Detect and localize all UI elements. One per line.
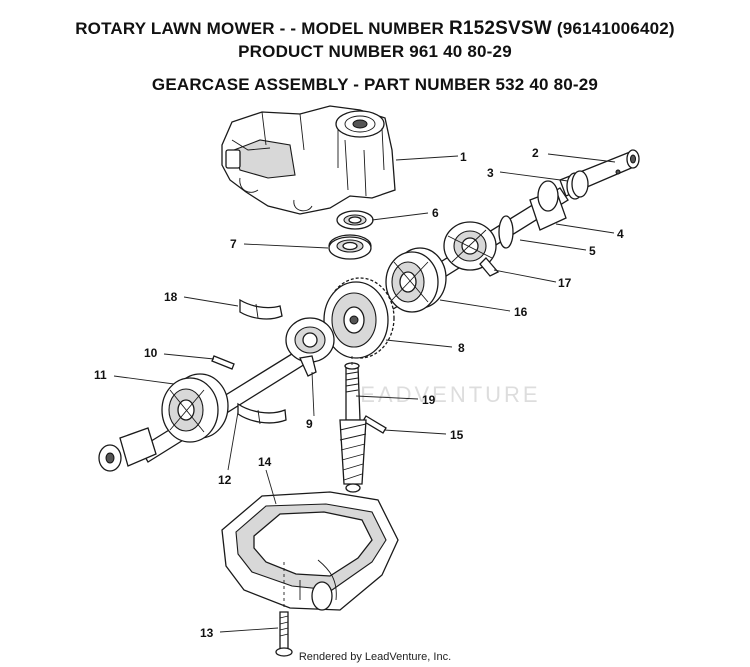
part-7-bearing[interactable] [328, 234, 372, 260]
worm-gear-spiral[interactable] [339, 419, 367, 493]
title-line-1: ROTARY LAWN MOWER - - MODEL NUMBER R152S… [0, 18, 750, 40]
callout-9[interactable]: 9 [306, 417, 313, 431]
part-12-half-bushing[interactable] [237, 402, 287, 425]
watermark-text: LEADVENTURE [345, 382, 541, 407]
part-15-pin[interactable] [362, 415, 387, 434]
callout-7[interactable]: 7 [230, 237, 237, 251]
part-14-lower-housing[interactable] [221, 491, 399, 611]
footer-credit: Rendered by LeadVenture, Inc. [298, 651, 452, 663]
leader-lines [113, 153, 616, 633]
callout-15[interactable]: 15 [450, 428, 464, 442]
callout-14[interactable]: 14 [258, 455, 272, 469]
assembly-title: GEARCASE ASSEMBLY - PART NUMBER 532 40 8… [151, 75, 599, 94]
part-10-pin[interactable] [211, 355, 235, 370]
title-prefix: ROTARY LAWN MOWER - - MODEL NUMBER [75, 19, 449, 38]
callout-4[interactable]: 4 [617, 227, 624, 241]
callout-11[interactable]: 11 [94, 368, 107, 382]
product-number: PRODUCT NUMBER 961 40 80-29 [238, 42, 512, 61]
part-9-clutch-cone[interactable] [285, 317, 335, 377]
part-6-bearing[interactable] [336, 210, 374, 230]
callout-6[interactable]: 6 [432, 206, 439, 220]
callout-1[interactable]: 1 [460, 150, 467, 164]
part-18-half-bushing[interactable] [239, 298, 283, 320]
part-5-washer[interactable] [498, 215, 514, 249]
callout-12[interactable]: 12 [218, 473, 232, 487]
part-13-bolt[interactable] [275, 611, 293, 657]
callout-5[interactable]: 5 [589, 244, 596, 258]
part-16-drive-cone[interactable] [385, 247, 447, 313]
callout-16[interactable]: 16 [514, 305, 528, 319]
callouts: 1 2 3 4 5 6 7 8 9 10 11 12 13 14 15 16 1… [94, 146, 624, 640]
title-suffix: (96141006402) [551, 19, 675, 38]
callout-13[interactable]: 13 [200, 626, 214, 640]
part-8-worm-gear[interactable] [323, 277, 395, 359]
callout-10[interactable]: 10 [144, 346, 158, 360]
callout-2[interactable]: 2 [532, 146, 539, 160]
callout-19[interactable]: 19 [422, 393, 436, 407]
model-number: R152SVSW [448, 18, 552, 39]
part-17-clutch-cone[interactable] [443, 221, 500, 277]
part-19-worm-shaft[interactable] [344, 362, 361, 421]
part-4-sleeve[interactable] [529, 180, 567, 231]
callout-17[interactable]: 17 [558, 276, 572, 290]
part-3-collar[interactable] [566, 170, 589, 200]
callout-18[interactable]: 18 [164, 290, 178, 304]
part-1-upper-housing[interactable] [221, 105, 396, 215]
callout-8[interactable]: 8 [458, 341, 465, 355]
part-11-drive-cone[interactable] [98, 373, 229, 472]
callout-3[interactable]: 3 [487, 166, 494, 180]
